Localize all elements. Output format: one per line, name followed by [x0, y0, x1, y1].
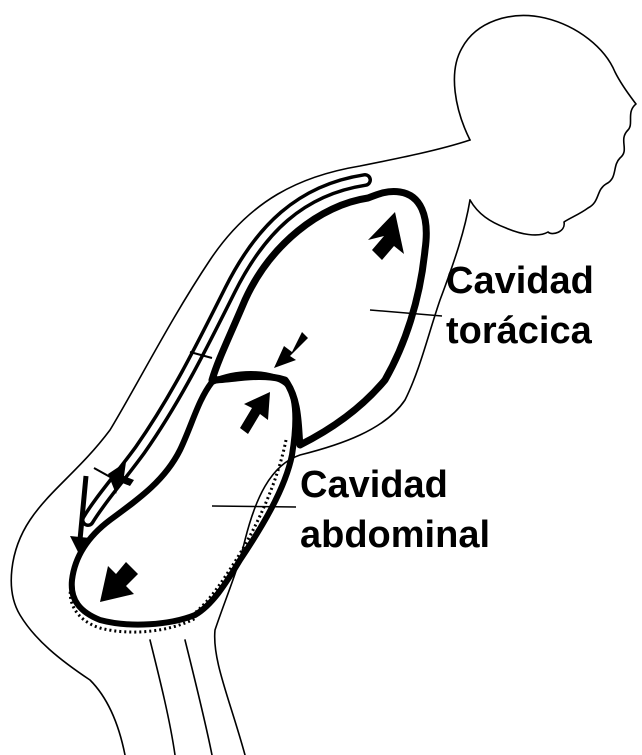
- thigh-outline: [150, 640, 212, 755]
- abdominal-cavity-label-line1: Cavidad: [300, 462, 448, 508]
- filled-arrow-icon: [368, 212, 404, 260]
- head-outline: [454, 16, 636, 235]
- back-outline: [11, 140, 470, 755]
- abdominal-leader-line: [212, 506, 296, 507]
- thoracic-cavity-label-line1: Cavidad: [446, 258, 594, 304]
- filled-arrow-icon: [240, 392, 270, 434]
- abdominal-cavity-label-line2: abdominal: [300, 512, 490, 558]
- thoracic-cavity-label-line2: torácica: [446, 308, 592, 354]
- body-silhouette: [11, 16, 636, 755]
- filled-arrow-icon: [274, 332, 308, 368]
- thoracic-leader-line: [370, 310, 442, 316]
- filled-arrow-icon: [100, 562, 138, 602]
- abdominal-wall: [196, 440, 286, 612]
